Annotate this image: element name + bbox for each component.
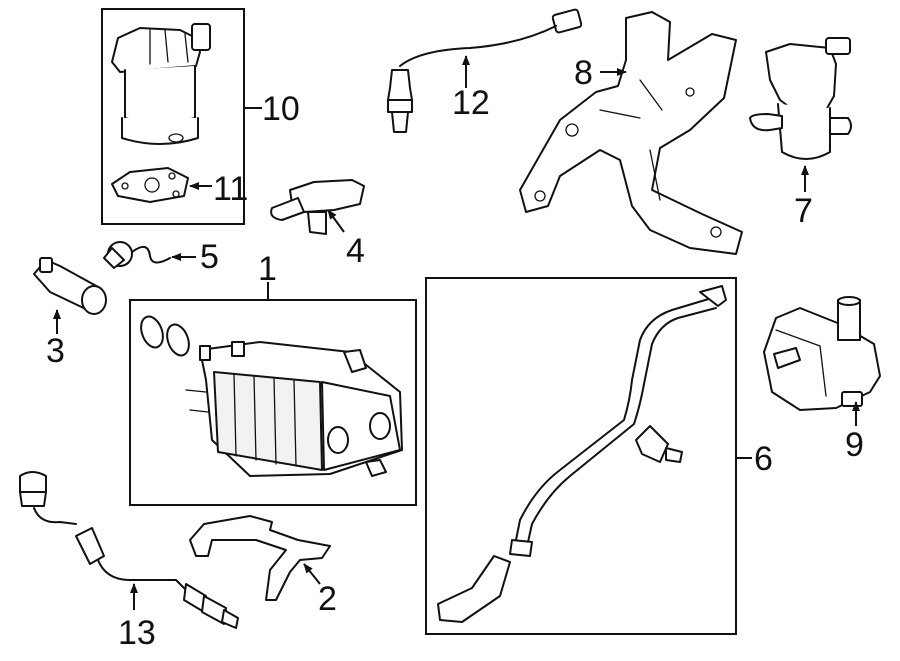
callout-9: 9	[845, 426, 864, 464]
gasket-icon	[111, 167, 189, 203]
canister-group-box	[129, 299, 417, 506]
hose-group-box	[425, 277, 737, 635]
pressure-sensor-icon	[270, 179, 365, 235]
callout-2: 2	[318, 580, 337, 618]
callout-10: 10	[262, 90, 300, 128]
egr-valve-icon	[111, 23, 211, 145]
callout-11: 11	[213, 170, 248, 208]
vapor-hose-icon	[437, 285, 727, 623]
callout-1: 1	[258, 250, 277, 288]
mounting-bracket-icon	[519, 11, 743, 255]
egr-group-box	[101, 8, 245, 225]
leak-detection-pump-icon	[763, 296, 881, 411]
vapor-canister-icon	[140, 315, 403, 477]
callout-5: 5	[200, 238, 219, 276]
purge-solenoid-icon	[749, 37, 852, 160]
oxygen-sensor-icon	[387, 8, 583, 133]
callout-8: 8	[574, 54, 593, 92]
callout-12: 12	[452, 84, 490, 122]
callout-13: 13	[118, 614, 156, 652]
connector-pigtail-icon	[103, 241, 171, 269]
oxygen-sensor-icon	[19, 471, 239, 629]
vent-valve-icon	[33, 257, 107, 315]
callout-6: 6	[754, 440, 773, 478]
callout-7: 7	[794, 192, 813, 230]
callout-3: 3	[46, 332, 65, 370]
callout-4: 4	[346, 232, 365, 270]
canister-bracket-icon	[189, 515, 331, 601]
